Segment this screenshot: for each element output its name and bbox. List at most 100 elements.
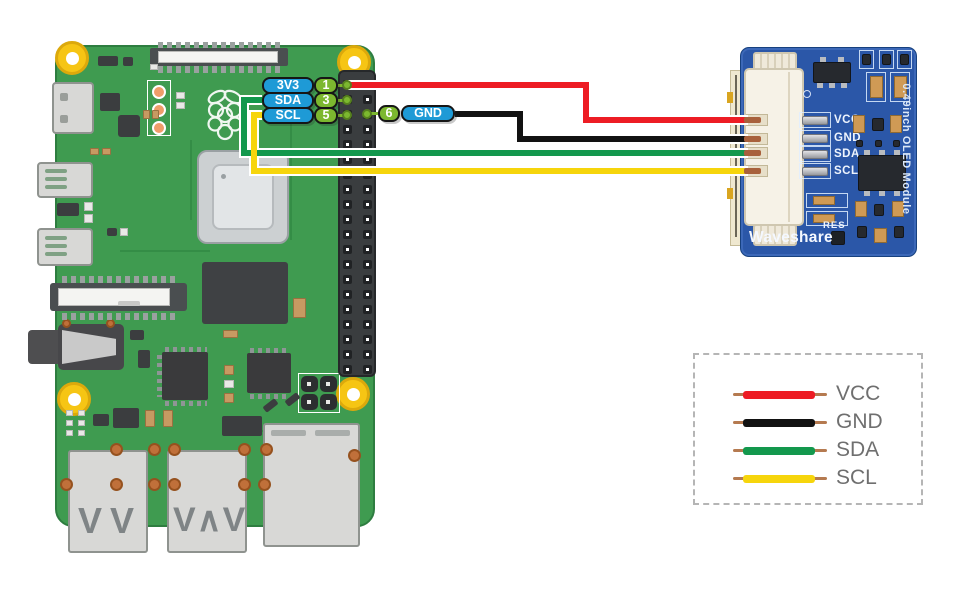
smd-component	[138, 350, 150, 368]
pin3-dot	[342, 95, 352, 105]
usb-contact	[45, 169, 67, 173]
gpio-pin	[363, 335, 372, 344]
usb-contact	[45, 244, 67, 248]
gpio-pin	[343, 305, 352, 314]
smd-component	[176, 102, 185, 109]
chip-pins	[165, 347, 207, 352]
cap-silk	[806, 193, 848, 208]
ethernet-port	[263, 423, 360, 547]
module-pin-label-sda: SDA	[834, 148, 860, 160]
legend-wire-vcc	[743, 390, 815, 399]
oled-panel-tab	[727, 188, 733, 199]
smd-component	[857, 226, 867, 238]
smd-component	[123, 57, 133, 66]
gpio-pin	[343, 320, 352, 329]
smd-component	[856, 140, 863, 147]
copper-through-hole	[238, 443, 251, 456]
res-pad	[831, 231, 845, 245]
jst-connector-ridge	[788, 72, 790, 222]
smd-component	[143, 110, 150, 119]
wire-tip-gnd	[744, 136, 761, 142]
smd-component	[130, 330, 144, 340]
pin-number-5: 5	[314, 107, 338, 124]
pin1-dot	[342, 80, 352, 90]
smd-component	[894, 226, 904, 238]
ic-leg	[829, 83, 835, 88]
cap-silk	[890, 72, 910, 102]
copper-through-hole	[148, 443, 161, 456]
copper-pad	[106, 319, 115, 328]
smd-component	[78, 410, 85, 416]
smd-component	[862, 54, 871, 65]
smd-capacitor	[890, 115, 902, 133]
module-pin-label-vcc: VCC	[834, 114, 860, 126]
gpio-pin	[343, 275, 352, 284]
smd-capacitor	[853, 115, 865, 133]
pin-number-6: 6	[378, 105, 400, 122]
smd-component	[78, 430, 85, 436]
ic-leg	[879, 150, 885, 155]
usb-stack-2	[167, 450, 247, 553]
smd-component	[78, 420, 85, 426]
audio-jack-barrel	[28, 330, 62, 364]
chip	[162, 352, 208, 400]
gpio-pin	[343, 290, 352, 299]
smd-component	[98, 56, 118, 66]
gpio-pin	[363, 305, 372, 314]
pin-label-gnd: GND	[401, 105, 455, 122]
smd-component	[163, 410, 173, 427]
chip-pins	[250, 394, 288, 399]
gpio-pin	[363, 200, 372, 209]
smd-component	[224, 365, 234, 375]
legend-row: VCC	[695, 382, 921, 406]
soc-dot	[221, 174, 226, 179]
module-pin	[802, 150, 828, 159]
usb-stack-1	[68, 450, 148, 553]
smd-component	[872, 118, 884, 131]
legend-label-vcc: VCC	[836, 382, 881, 405]
gpio-pin	[343, 170, 352, 179]
usb-contact	[45, 185, 67, 189]
pin5-dot	[342, 110, 352, 120]
gpio-pin	[343, 185, 352, 194]
module-pin	[802, 116, 828, 125]
smd-component	[222, 416, 262, 436]
module-pin	[802, 167, 828, 176]
gpio-pin	[363, 155, 372, 164]
smd-component	[113, 408, 139, 428]
pcb-trace	[190, 140, 192, 220]
gpio-pin	[363, 350, 372, 359]
copper-through-hole	[168, 478, 181, 491]
gpio-pin	[343, 230, 352, 239]
smd-component	[66, 420, 73, 426]
smd-capacitor	[870, 76, 883, 98]
cap-silk	[806, 211, 848, 226]
smd-capacitor	[855, 201, 867, 217]
wire-color-legend: VCC GND SDA SCL	[693, 353, 923, 505]
module-ic-driver	[858, 155, 906, 191]
legend-label-scl: SCL	[836, 466, 877, 489]
cap-silk	[859, 50, 874, 69]
gpio-pin	[363, 170, 372, 179]
smd-component	[102, 148, 111, 155]
pin-silk	[799, 112, 831, 128]
copper-through-hole	[348, 449, 361, 462]
gpio-pin	[343, 335, 352, 344]
chip-pins	[157, 355, 162, 397]
gpio-pin	[363, 290, 372, 299]
camera-connector-teeth	[158, 42, 282, 49]
module-pin	[802, 134, 828, 143]
poe-pin-dot	[307, 382, 311, 386]
legend-row: GND	[695, 410, 921, 434]
usb-slot-marks: V∧V	[173, 501, 247, 539]
pin6-dot	[362, 109, 372, 119]
hdmi-port-detail	[60, 115, 68, 123]
smd-component	[84, 214, 93, 223]
usb-contact	[45, 177, 67, 181]
gpio-pin	[363, 260, 372, 269]
legend-row: SCL	[695, 466, 921, 490]
pin-link	[336, 84, 346, 87]
display-connector-notch	[118, 301, 140, 306]
smd-capacitor	[892, 201, 904, 217]
wire-gnd	[455, 111, 748, 142]
